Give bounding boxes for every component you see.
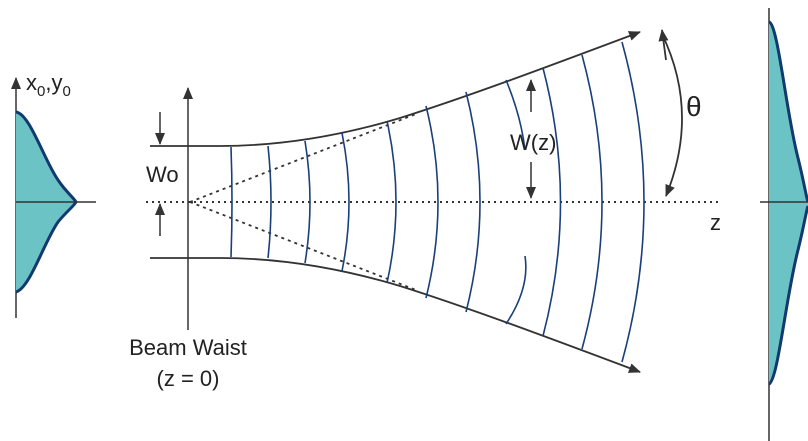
- wavefront: [505, 255, 527, 325]
- wavefront: [304, 140, 311, 264]
- wavefront: [386, 120, 397, 284]
- waist-radius-label: Wo: [146, 162, 179, 187]
- beam-envelope-upper: [150, 31, 641, 147]
- beam-envelope-lower: [150, 257, 641, 373]
- wavefront: [621, 41, 645, 363]
- output-profile-curve-lower: [767, 205, 808, 386]
- wavefront: [341, 132, 350, 272]
- wavefront: [542, 67, 562, 337]
- divergence-angle-label: θ: [686, 91, 702, 122]
- asymptote-lower: [189, 201, 417, 291]
- propagation-axis-label: z: [710, 210, 721, 235]
- wavefront: [505, 79, 526, 151]
- profile-axis-label: x0,y0: [26, 70, 71, 100]
- output-profile-fill: [769, 22, 808, 384]
- wavefront: [425, 105, 439, 299]
- divergence-angle-arc-start: [658, 29, 669, 61]
- divergence-angle-arc: [661, 33, 683, 197]
- wavefront: [581, 54, 603, 350]
- wavefront: [465, 91, 481, 313]
- beam-waist-caption-line1: Beam Waist: [129, 335, 247, 360]
- wavefront: [230, 146, 233, 258]
- output-profile-curve: [767, 20, 808, 203]
- beam-waist-caption-line2: (z = 0): [157, 366, 220, 391]
- wavefronts: [230, 41, 645, 363]
- wavefront: [267, 145, 272, 259]
- asymptote-upper: [189, 113, 417, 203]
- input-beam-profile: x0,y0: [11, 70, 96, 318]
- beam-radius-label: W(z): [510, 130, 556, 155]
- output-beam-profile: [760, 8, 808, 441]
